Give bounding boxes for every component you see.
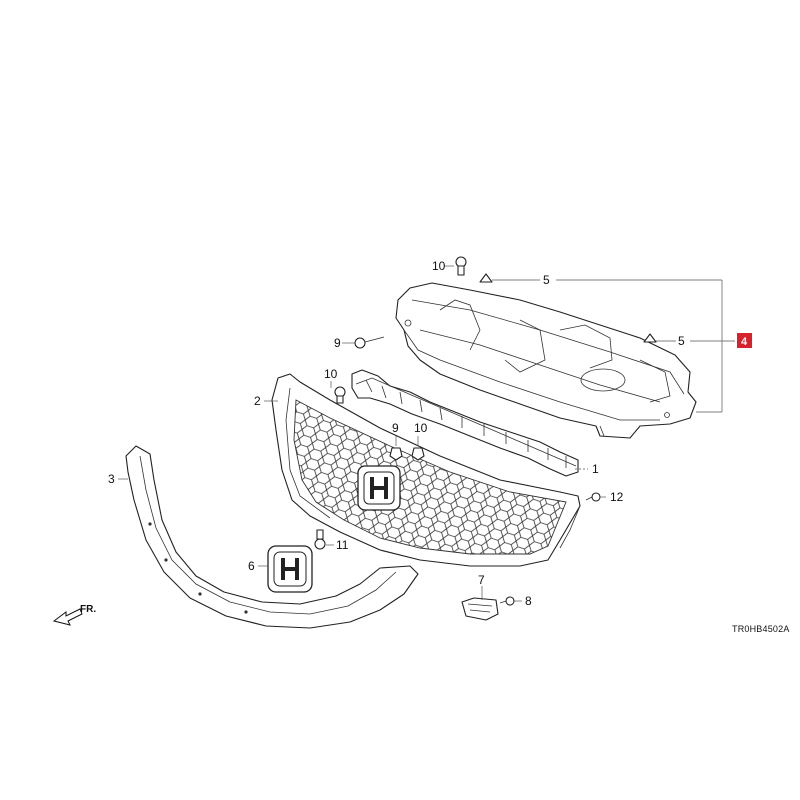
callout-9-left: 9: [392, 421, 399, 435]
callout-7: 7: [478, 573, 485, 587]
leader-lines: [118, 265, 735, 602]
callout-4-highlight[interactable]: 4: [737, 333, 752, 348]
callout-5-top: 5: [543, 273, 550, 287]
screw-11: [499, 596, 515, 606]
callout-10-bottom: 11: [336, 538, 349, 552]
callout-10-top: 10: [432, 259, 446, 273]
callout-5-right: 5: [678, 334, 685, 348]
callout-10-left: 10: [324, 367, 338, 381]
screw-12: [585, 492, 601, 502]
callout-6: 6: [248, 559, 255, 573]
upper-cover-part-4: [395, 282, 697, 439]
lower-molding-part-3: [125, 445, 419, 629]
screw-8: [354, 336, 385, 349]
clip-part-7: [461, 597, 499, 621]
highlight-box: [737, 333, 752, 348]
callout-2: 2: [254, 394, 261, 408]
callout-12: 12: [610, 490, 624, 504]
clip-5-top: [479, 273, 493, 283]
callout-1: 1: [592, 462, 599, 476]
clip-5-right: [643, 333, 657, 343]
bolt-10-bottom: [314, 529, 326, 550]
front-direction-arrow: FR.: [52, 604, 96, 626]
drawing-code: TR0HB4502A: [732, 624, 790, 634]
bracket-part-1: [351, 369, 579, 477]
nut-9-left: [389, 447, 403, 461]
bolt-10-top: [455, 256, 467, 276]
front-direction-label: FR.: [80, 604, 96, 615]
callout-8: 9: [334, 336, 341, 350]
callout-11: 8: [525, 594, 532, 608]
front-grille-part-2: [271, 373, 581, 567]
nut-9-right: [411, 447, 425, 461]
emblem-part-6: [267, 545, 313, 593]
callout-3: 3: [108, 472, 115, 486]
bolt-10-left: [334, 386, 346, 404]
callout-9-right: 10: [414, 421, 428, 435]
callout-4: 4: [741, 336, 748, 348]
